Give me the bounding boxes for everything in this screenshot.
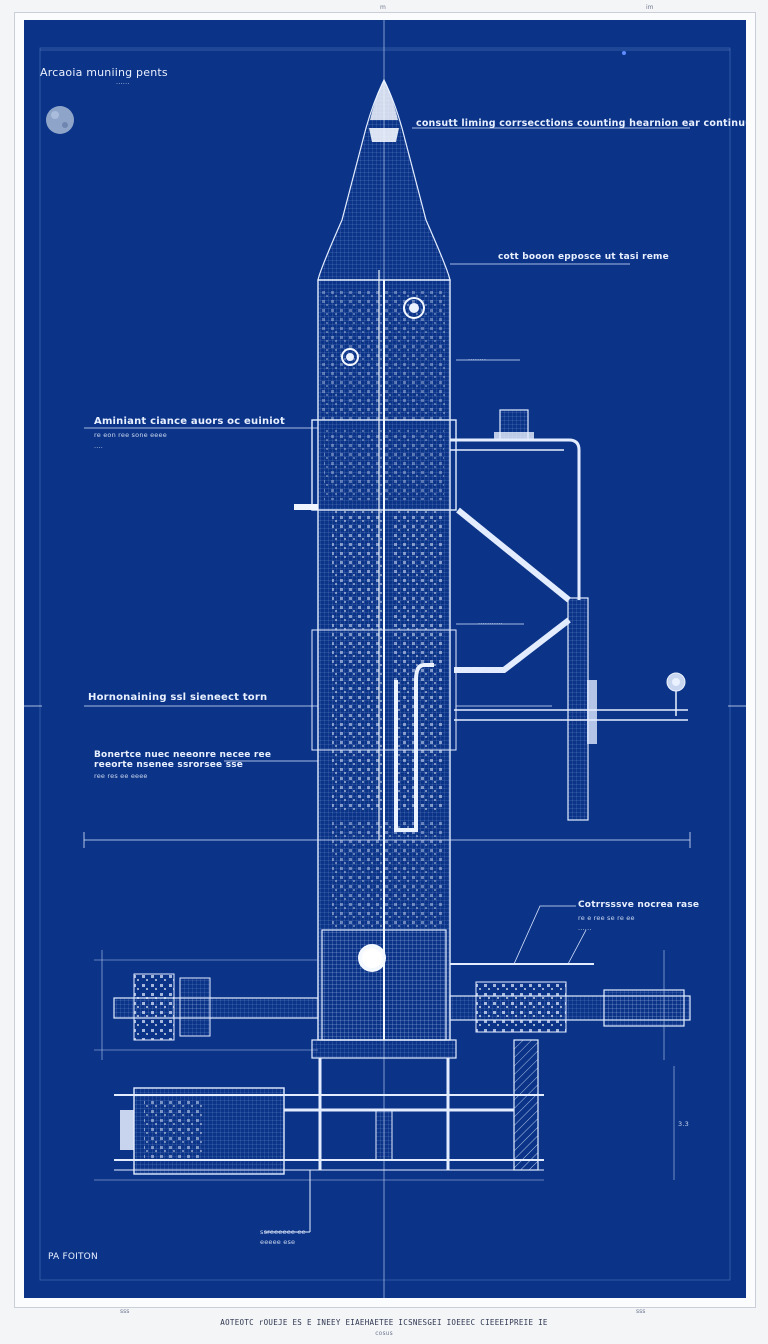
top-callout: consutt liming corrsecctions counting he… xyxy=(416,118,746,129)
footer-caption-sub: cosus xyxy=(374,1330,394,1337)
corner-label: PA FOITON xyxy=(48,1252,98,1262)
left-callout-1-sub2: .... xyxy=(94,442,104,450)
left-callout-2: Hornonaining ssl sieneect torn xyxy=(88,692,268,703)
left-callout-1-sub: re eon ree sone eeee xyxy=(94,431,167,439)
footer-caption: AOTEOTC rOUEJE ES E INEEY EIAEHAETEE ICS… xyxy=(220,1318,548,1327)
planet-icon xyxy=(46,106,74,134)
right-mid-small-label: ........... xyxy=(478,618,503,626)
left-callout-3-sub: ree res ee eeee xyxy=(94,772,148,780)
top-mark-center: m xyxy=(380,4,386,11)
base-note-sub: eeeee ese xyxy=(260,1238,296,1246)
star-dot xyxy=(622,51,626,55)
left-callout-3: Bonertce nuec neeonre necee ree xyxy=(94,750,272,760)
right-lower-sub: re e ree se re ee xyxy=(578,914,635,922)
nose-cone xyxy=(317,78,451,281)
rocket-body xyxy=(294,270,457,1041)
service-gantry xyxy=(450,409,688,821)
base-note: ssreeeeee ee xyxy=(260,1228,306,1236)
launch-pad xyxy=(94,1039,675,1233)
top-mark-right: im xyxy=(646,4,654,11)
left-callout-3-line2: reeorte nsenee ssrorsee sse xyxy=(94,760,244,770)
sheet-title-sub: ...... xyxy=(116,78,130,86)
bottom-mark-left: sss xyxy=(120,1308,130,1315)
base-arms xyxy=(94,950,691,1060)
left-callout-1: Aminiant ciance auors oc euiniot xyxy=(94,416,285,427)
right-callout: cott booon epposce ut tasi reme xyxy=(498,252,669,262)
right-lower-sub2: ...... xyxy=(578,924,592,932)
dimension-lines xyxy=(24,127,746,965)
rocket-schematic xyxy=(24,20,746,1298)
right-small-label: ........ xyxy=(468,354,487,362)
blueprint-board: Arcaoia muniing pents ...... consutt lim… xyxy=(24,20,746,1298)
inner-border xyxy=(39,47,731,1281)
bottom-mark-right: sss xyxy=(636,1308,646,1315)
sheet-title: Arcaoia muniing pents xyxy=(40,66,168,79)
side-dimension: 3.3 xyxy=(678,1120,689,1128)
right-lower-callout: Cotrrsssve nocrea rase xyxy=(578,900,700,910)
